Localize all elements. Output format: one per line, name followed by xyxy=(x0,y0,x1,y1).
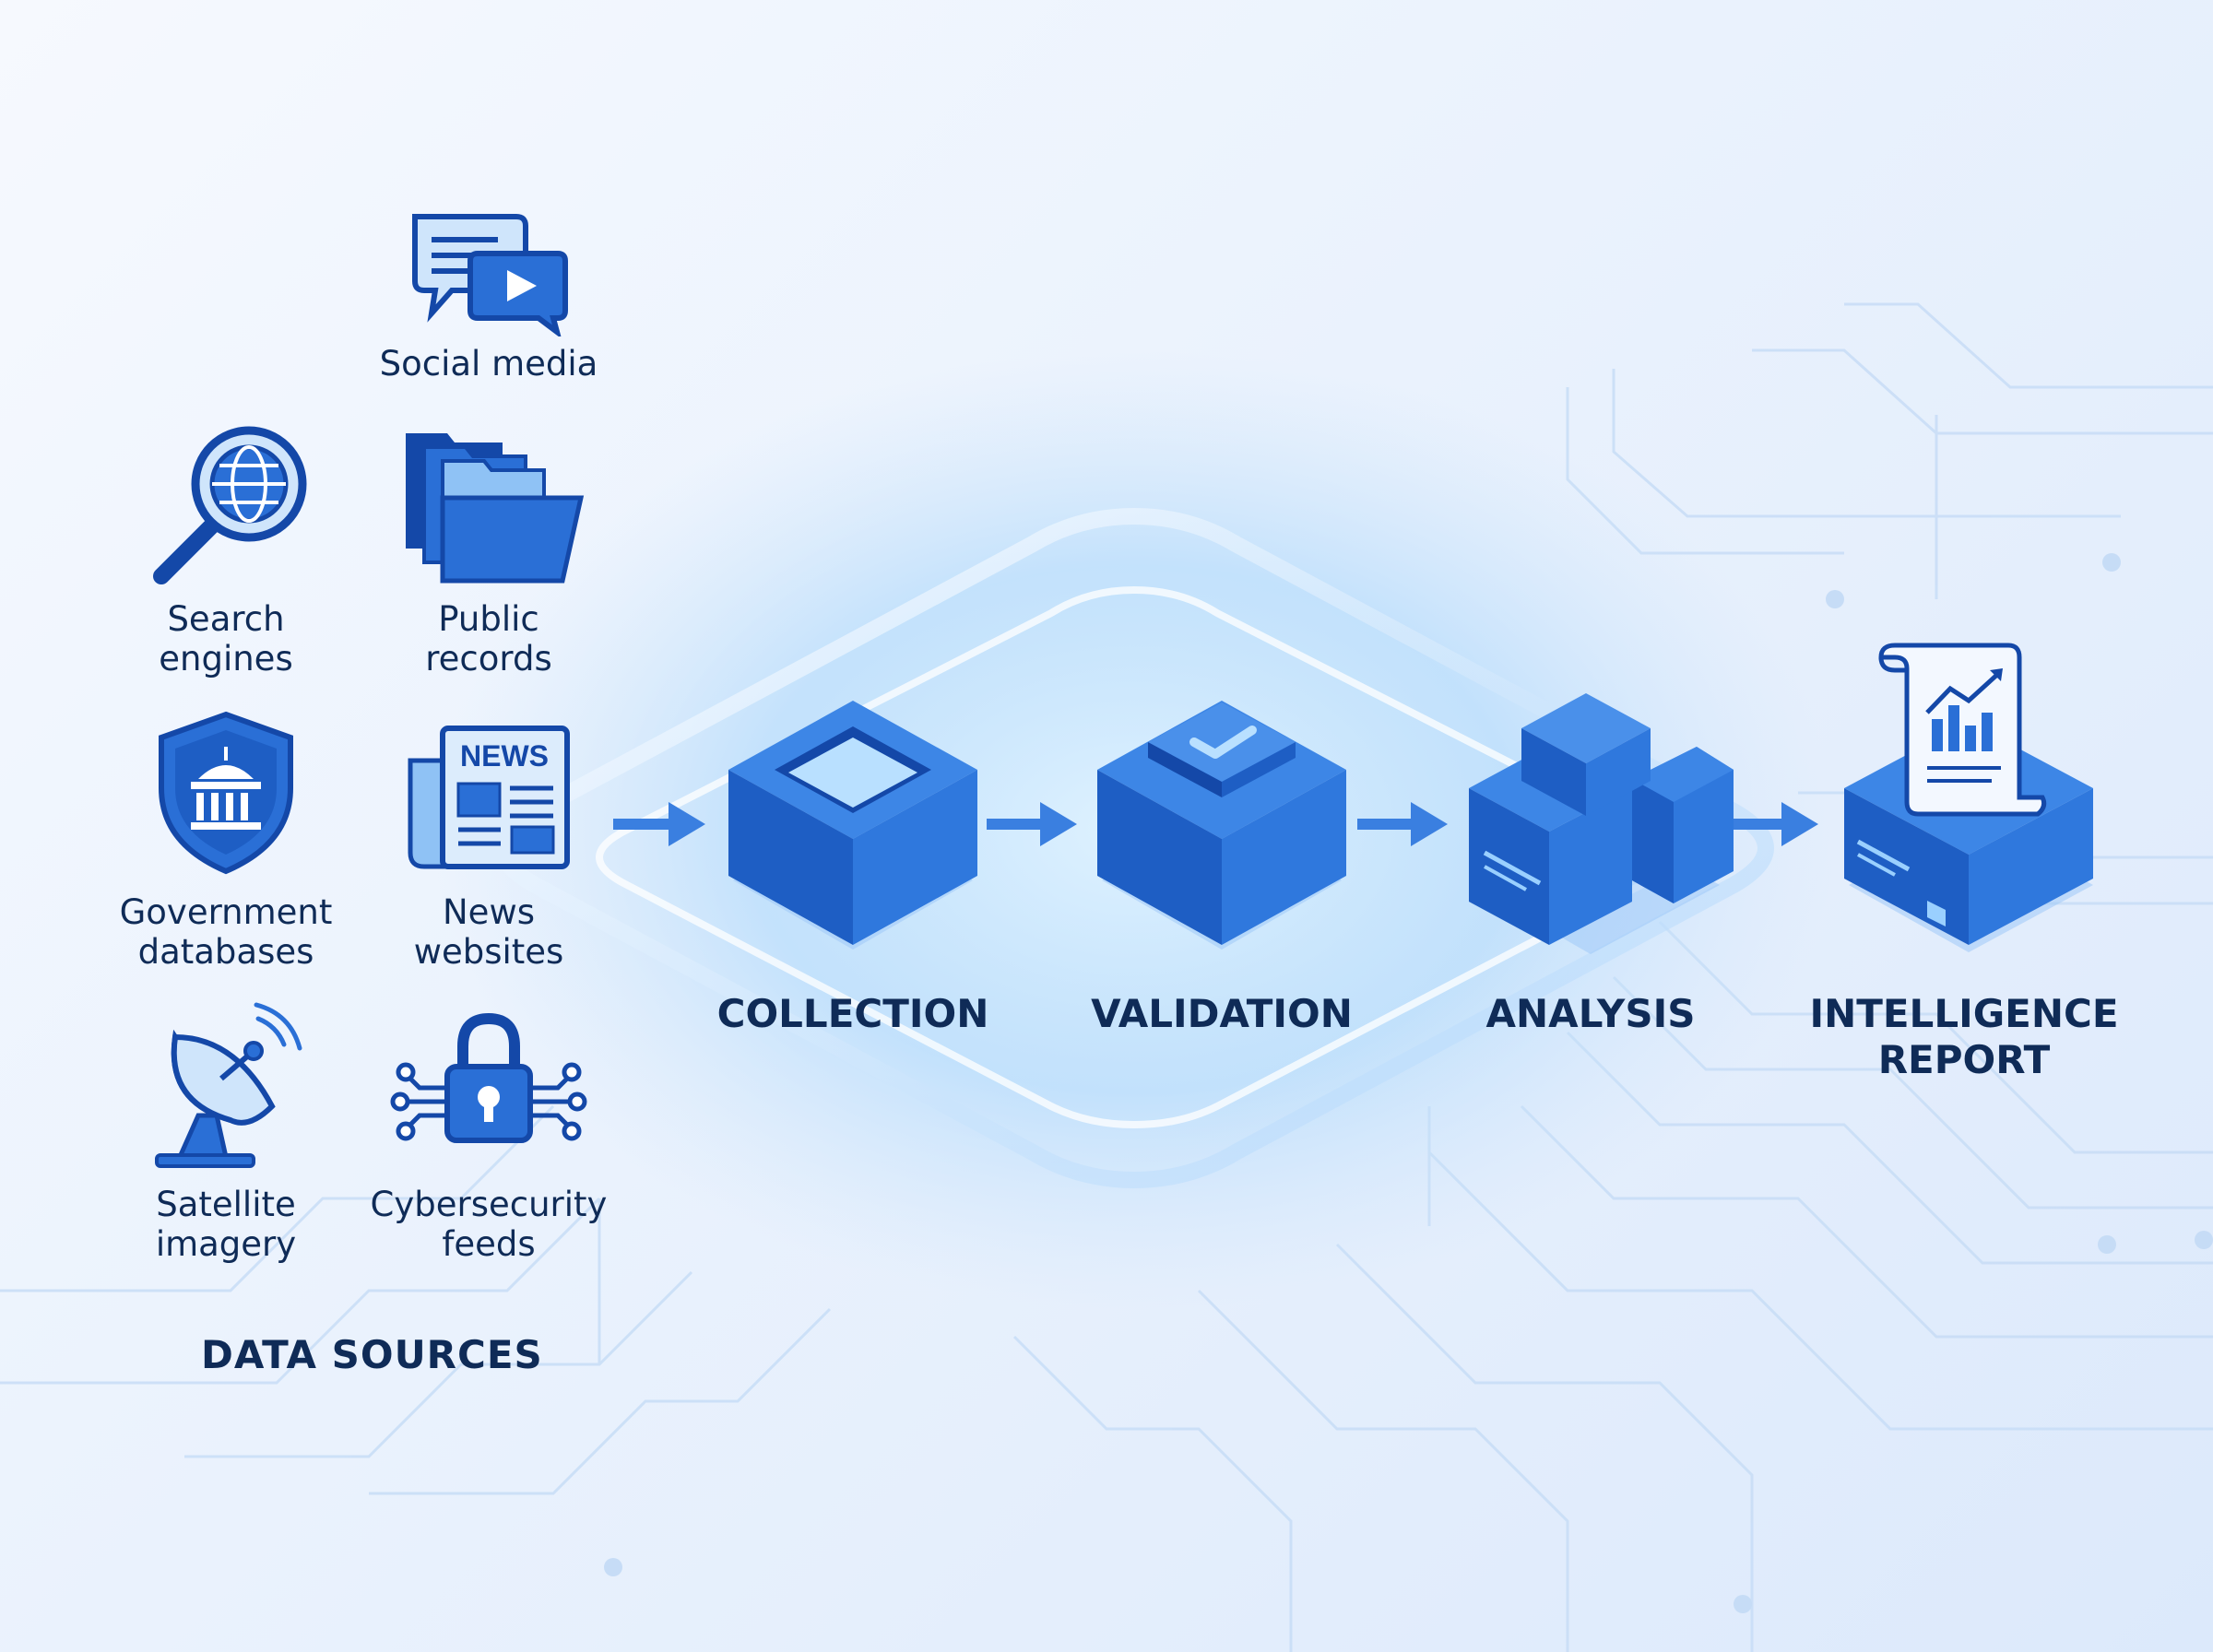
government-shield-icon xyxy=(159,711,293,875)
collection-box-icon xyxy=(728,701,977,950)
source-label-search-engines: Search engines xyxy=(159,599,293,678)
source-label-cybersecurity-feeds: Cybersecurity feeds xyxy=(370,1185,608,1264)
source-label-public-records: Public records xyxy=(425,599,552,678)
source-label-news-websites: News websites xyxy=(413,892,564,972)
validation-box-icon xyxy=(1097,701,1346,950)
search-globe-icon xyxy=(153,426,307,584)
padlock-network-icon xyxy=(390,1012,587,1143)
satellite-dish-icon xyxy=(155,1002,302,1168)
report-server-icon xyxy=(1844,643,2093,952)
source-label-government-databases: Government databases xyxy=(119,892,333,972)
circuit-nodes xyxy=(604,553,2213,1613)
stage-label-collection: COLLECTION xyxy=(716,991,989,1036)
source-label-social-media: Social media xyxy=(379,344,598,384)
source-label-satellite-imagery: Satellite imagery xyxy=(155,1185,297,1264)
analysis-blocks-icon xyxy=(1469,693,1734,954)
stage-label-analysis: ANALYSIS xyxy=(1485,991,1696,1036)
stage-label-intelligence-report: INTELLIGENCE REPORT xyxy=(1809,991,2119,1082)
folders-icon xyxy=(406,433,585,584)
data-sources-title: DATA SOURCES xyxy=(201,1332,543,1377)
data-sources-group: Social media Search engines Public recor… xyxy=(0,0,645,1401)
news-badge: NEWS xyxy=(460,739,549,773)
stage-label-validation: VALIDATION xyxy=(1091,991,1353,1036)
newspaper-icon: NEWS xyxy=(408,726,570,869)
social-media-icon xyxy=(412,214,568,336)
